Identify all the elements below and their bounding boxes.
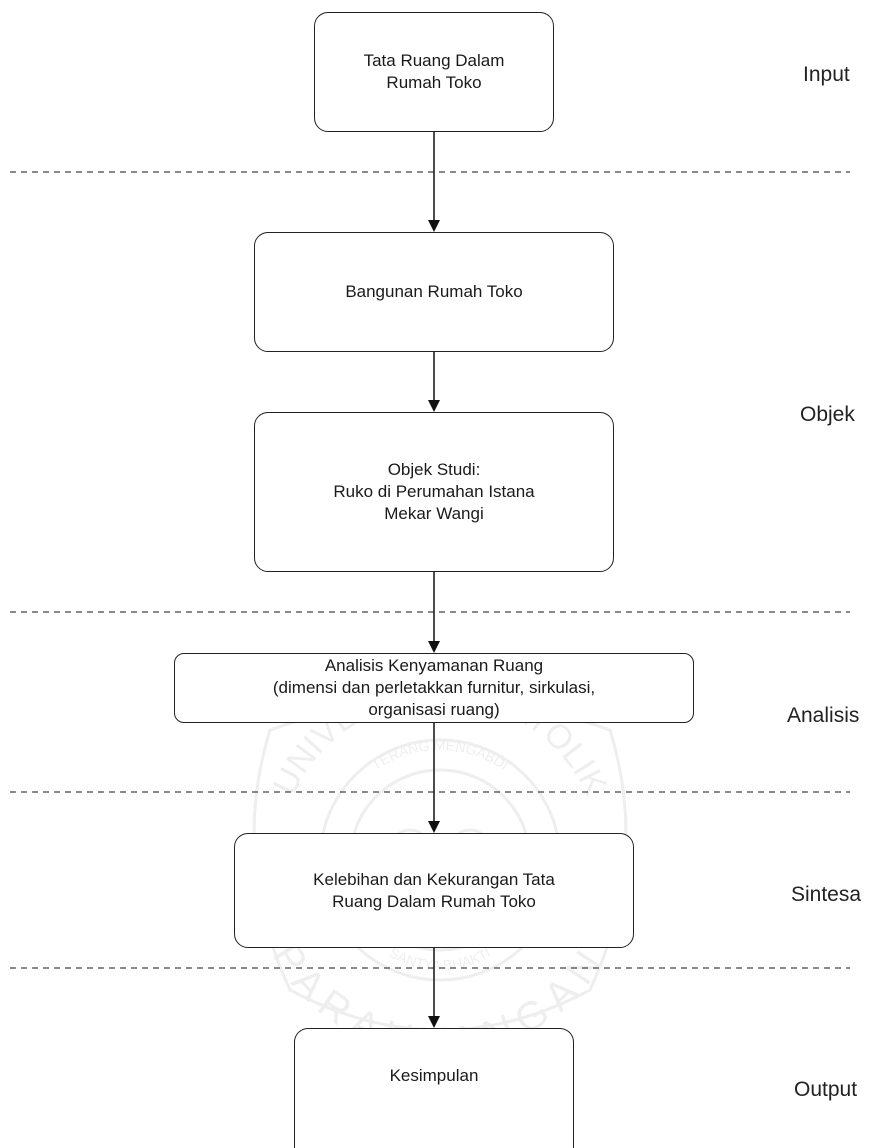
objek-studi-line-2: Ruko di Perumahan Istana: [333, 482, 535, 501]
stage-label-sintesa: Sintesa: [791, 883, 862, 906]
stage-label-input: Input: [803, 63, 850, 86]
analisis-line-2: (dimensi dan perletakkan furnitur, sirku…: [272, 678, 596, 697]
analisis-line-1: Analisis Kenyamanan Ruang: [324, 656, 544, 675]
output-box: Kesimpulan: [294, 1028, 574, 1148]
objek-studi-line-1: Objek Studi:: [387, 460, 481, 479]
svg-text:TERANG MENGABDI: TERANG MENGABDI: [369, 737, 512, 773]
analisis-box: Analisis Kenyamanan Ruang (dimensi dan p…: [174, 653, 694, 723]
objek-studi-line-3: Mekar Wangi: [384, 504, 484, 523]
stage-label-analisis: Analisis: [787, 704, 860, 727]
input-box: Tata Ruang Dalam Rumah Toko: [314, 12, 554, 132]
watermark-inner-top: TERANG MENGABDI: [369, 737, 512, 773]
sintesa-box: Kelebihan dan Kekurangan Tata Ruang Dala…: [234, 833, 634, 948]
sintesa-line-1: Kelebihan dan Kekurangan Tata: [313, 869, 555, 889]
stage-label-objek: Objek: [800, 403, 855, 426]
bangunan-box-line-1: Bangunan Rumah Toko: [345, 282, 523, 301]
analisis-line-3: organisasi ruang): [368, 700, 500, 719]
output-box-line-1: Kesimpulan: [389, 1066, 479, 1085]
bangunan-box: Bangunan Rumah Toko: [254, 232, 614, 352]
input-box-line-1: Tata Ruang Dalam: [363, 51, 505, 70]
input-box-line-2: Rumah Toko: [386, 73, 482, 92]
sintesa-line-2: Ruang Dalam Rumah Toko: [332, 891, 536, 911]
stage-label-output: Output: [794, 1078, 858, 1101]
objek-studi-box: Objek Studi: Ruko di Perumahan Istana Me…: [254, 412, 614, 572]
